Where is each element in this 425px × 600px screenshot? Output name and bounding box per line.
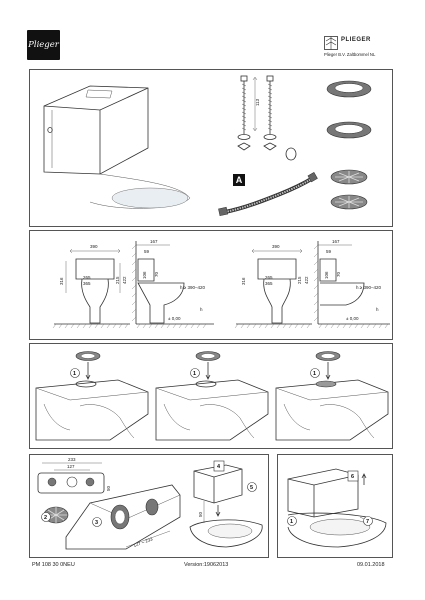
svg-text:1: 1 — [313, 371, 316, 377]
front-view-right: 390 265 365 316 215 422 — [234, 244, 312, 329]
logo-box: Plieger — [27, 30, 60, 60]
svg-text:127: 127 — [67, 464, 75, 469]
cistern-illustration — [43, 85, 191, 209]
side-view-left: 167 59 106 70 h ≥ 390–420 ± 0,00 h — [131, 239, 214, 329]
svg-text:50: 50 — [198, 511, 203, 517]
svg-text:70: 70 — [154, 271, 159, 277]
svg-text:4: 4 — [217, 464, 221, 470]
cistern-placement-illustration: 4 5 50 — [189, 460, 263, 548]
svg-text:59: 59 — [144, 249, 150, 254]
svg-text:316: 316 — [241, 277, 246, 285]
document-code: PM 108 30 0NEU — [32, 562, 75, 568]
bolt-length-label: 113 — [255, 98, 260, 106]
gaskets-illustration — [326, 80, 372, 210]
svg-text:7: 7 — [366, 519, 369, 525]
mounting-bolts-illustration: 233 127 50 2 3 127 – 233 — [37, 457, 181, 550]
svg-text:50: 50 — [106, 485, 111, 491]
svg-text:3: 3 — [95, 520, 98, 526]
dimensions-panel: 390 265 365 316 215 422 167 59 106 70 h … — [29, 230, 393, 340]
final-assembly-illustration: 6 7 1 — [287, 468, 387, 548]
fixing-bolts-illustration: 113 — [237, 75, 297, 161]
company-logo-icon — [324, 36, 338, 50]
svg-text:167: 167 — [150, 239, 158, 244]
svg-text:390: 390 — [272, 244, 280, 249]
svg-text:365: 365 — [265, 281, 273, 286]
svg-text:365: 365 — [83, 281, 91, 286]
svg-text:h ≥ 390–420: h ≥ 390–420 — [180, 285, 205, 290]
svg-text:265: 265 — [265, 275, 273, 280]
svg-text:± 0,00: ± 0,00 — [168, 316, 181, 321]
svg-text:1: 1 — [193, 371, 196, 377]
gasket-step-left: 1 — [35, 351, 149, 441]
flexible-hose-illustration — [218, 172, 318, 217]
svg-text:5: 5 — [250, 485, 253, 491]
svg-text:316: 316 — [59, 277, 64, 285]
version-text: Version:19062013 — [184, 562, 229, 568]
parts-panel: 113 A — [29, 69, 393, 227]
svg-text:422: 422 — [304, 276, 309, 284]
svg-text:70: 70 — [336, 271, 341, 277]
svg-text:1: 1 — [73, 371, 76, 377]
gasket-step-right: 1 — [275, 351, 389, 441]
svg-text:233: 233 — [68, 457, 76, 462]
svg-text:106: 106 — [324, 271, 329, 279]
svg-text:127 – 233: 127 – 233 — [133, 536, 154, 548]
final-assembly-panel: 6 7 1 — [277, 454, 393, 558]
svg-text:215: 215 — [115, 276, 120, 284]
hose-label-box: A — [233, 174, 245, 186]
front-view-left: 390 265 365 316 215 422 — [52, 244, 130, 329]
svg-text:215: 215 — [297, 276, 302, 284]
mounting-panel: 233 127 50 2 3 127 – 233 4 5 50 — [29, 454, 269, 558]
svg-text:h: h — [376, 307, 379, 312]
gasket-step-middle: 1 — [155, 351, 269, 441]
svg-text:106: 106 — [142, 271, 147, 279]
svg-text:1: 1 — [290, 519, 293, 525]
side-view-right: 167 59 106 70 h ≥ 390–420 ± 0,00 h — [313, 239, 390, 329]
svg-text:h: h — [200, 307, 203, 312]
svg-text:59: 59 — [326, 249, 332, 254]
svg-text:265: 265 — [83, 275, 91, 280]
brand-name: PLIEGER — [341, 37, 371, 43]
svg-text:h ≥ 390–420: h ≥ 390–420 — [356, 285, 381, 290]
logo-text: Plieger — [28, 40, 59, 50]
svg-text:422: 422 — [122, 276, 127, 284]
front-width-label: 390 — [90, 244, 98, 249]
svg-text:± 0,00: ± 0,00 — [346, 316, 359, 321]
document-date: 09.01.2018 — [357, 562, 385, 568]
svg-text:6: 6 — [351, 474, 354, 480]
svg-text:2: 2 — [44, 515, 47, 521]
svg-text:167: 167 — [332, 239, 340, 244]
gasket-placement-panel: 1 1 1 — [29, 343, 393, 449]
company-line: Plieger B.V. Zaltbommel NL — [324, 52, 376, 57]
